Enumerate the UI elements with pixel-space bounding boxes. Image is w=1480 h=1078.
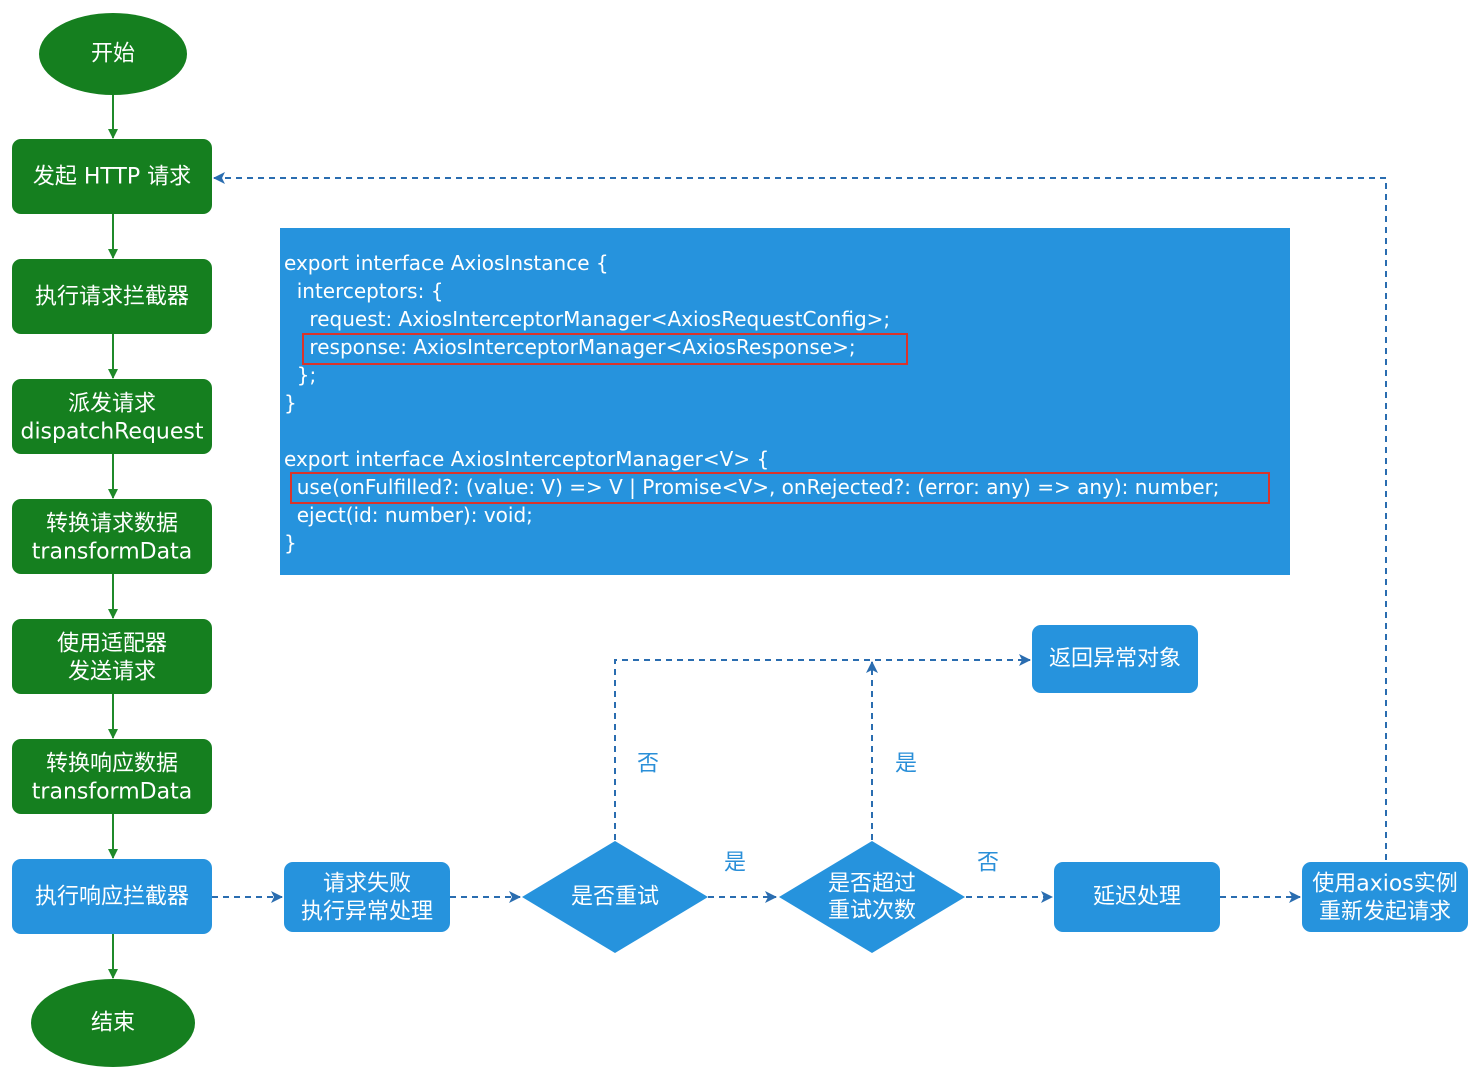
http-request-node <box>12 139 212 214</box>
retry-decision <box>522 841 708 953</box>
resend-label-1: 使用axios实例 <box>1312 872 1458 897</box>
code-line: use(onFulfilled?: (value: V) => V | Prom… <box>284 475 1220 499</box>
start-node <box>39 13 187 95</box>
request-fail-label-2: 执行异常处理 <box>301 900 433 925</box>
use-line-highlight <box>290 472 1270 504</box>
dispatch-node <box>12 379 212 454</box>
resend-label-2: 重新发起请求 <box>1319 900 1451 925</box>
exceed-retry-label-1: 是否超过 <box>828 872 916 897</box>
end-node <box>31 979 195 1067</box>
transform-response-label-1: 转换响应数据 <box>46 752 178 777</box>
response-interceptor-label: 执行响应拦截器 <box>35 885 189 910</box>
adapter-label-1: 使用适配器 <box>57 632 167 657</box>
request-interceptor-label: 执行请求拦截器 <box>35 285 189 310</box>
start-label: 开始 <box>91 42 135 67</box>
code-line: } <box>284 391 297 415</box>
transform-response-node <box>12 739 212 814</box>
code-line: eject(id: number): void; <box>284 503 533 527</box>
delay-node <box>1054 862 1220 932</box>
code-line: request: AxiosInterceptorManager<AxiosRe… <box>284 307 891 331</box>
http-request-label: 发起 HTTP 请求 <box>33 165 191 190</box>
resend-node <box>1302 862 1468 932</box>
adapter-label-2: 发送请求 <box>68 660 156 685</box>
code-line: export interface AxiosInterceptorManager… <box>284 447 770 471</box>
arrow-resend-to-http <box>213 172 1387 860</box>
exceed-no-label: 否 <box>977 851 999 876</box>
code-line: interceptors: { <box>284 279 444 303</box>
retry-no-label: 否 <box>637 752 659 777</box>
code-snippet-box: export interface AxiosInstance { interce… <box>280 228 1290 575</box>
code-line: }; <box>284 363 317 387</box>
transform-request-label-1: 转换请求数据 <box>46 512 178 537</box>
end-label: 结束 <box>91 1011 135 1036</box>
exceed-retry-decision <box>779 841 965 953</box>
code-line: export interface AxiosInstance { <box>284 251 609 275</box>
transform-response-label-2: transformData <box>32 780 192 805</box>
dispatch-label-1: 派发请求 <box>68 392 156 417</box>
exceed-retry-label-2: 重试次数 <box>828 899 916 924</box>
response-interceptor-node <box>12 859 212 934</box>
transform-request-node <box>12 499 212 574</box>
error-flow-arrows <box>212 172 1387 903</box>
dispatch-label-2: dispatchRequest <box>20 420 203 445</box>
exceed-yes-label: 是 <box>895 752 917 777</box>
code-line: response: AxiosInterceptorManager<AxiosR… <box>284 335 856 359</box>
request-fail-label-1: 请求失败 <box>323 872 411 897</box>
return-error-label: 返回异常对象 <box>1049 647 1181 672</box>
request-interceptor-node <box>12 259 212 334</box>
transform-request-label-2: transformData <box>32 540 192 565</box>
retry-decision-label: 是否重试 <box>571 885 659 910</box>
adapter-node <box>12 619 212 694</box>
retry-yes-label: 是 <box>724 851 746 876</box>
response-line-highlight <box>302 333 908 365</box>
request-fail-node <box>284 862 450 932</box>
arrow-retry-no-to-return <box>614 654 1031 840</box>
code-line: } <box>284 531 297 555</box>
delay-label: 延迟处理 <box>1093 885 1181 910</box>
return-error-node <box>1032 625 1198 693</box>
